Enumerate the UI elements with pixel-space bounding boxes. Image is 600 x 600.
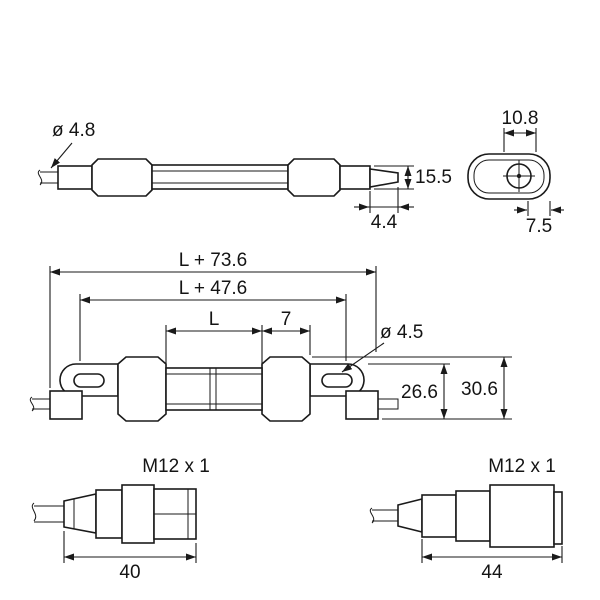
left-connector: M12 x 1 40 [31,456,210,583]
side-view-cable [40,171,58,184]
knurled-ring [489,484,555,548]
cable-break-mark [31,502,37,522]
cable-block-left [49,390,83,420]
cable-block-right [345,390,379,420]
cable-break-mark [37,169,43,186]
cable-break-mark [369,507,375,524]
side-view-tube [151,164,289,190]
main-cable-left [32,398,50,410]
body-height-label: 26.6 [401,382,438,403]
coupling-face [553,491,563,545]
right-connector-cable [372,509,398,522]
knurled-ring [121,484,155,544]
main-view [29,356,399,422]
connector-body-step [421,494,457,538]
tube-length-label: L [209,309,220,330]
cable-diameter-leader [50,142,73,169]
end-view-inner-contour [473,159,545,194]
hole-center-dot [516,173,522,179]
overall-height-label: 30.6 [461,379,498,400]
side-view-clamp-right [287,158,341,197]
side-view-clamp-left [91,158,153,197]
right-connector: M12 x 1 44 [369,456,563,583]
clamp-collar-left [117,356,167,422]
end-view-width-label: 10.8 [502,108,539,129]
cable-break-mark [29,396,35,412]
main-cable-right [378,398,399,410]
side-view-tip [369,168,399,188]
strain-relief-boot [397,497,423,534]
cable-diameter-label: ø 4.8 [52,120,95,141]
left-connector-thread-label: M12 x 1 [142,456,210,477]
main-view-dimensions: L + 73.6 L + 47.6 L 7 ø 4.5 26.6 30.6 [49,250,512,420]
slot-hole-right [321,373,353,388]
slot-hole-left [73,373,105,388]
connector-body-step [95,489,123,539]
overall-length-label: L + 73.6 [179,250,248,271]
hole-diameter-label: ø 4.5 [380,322,423,343]
side-view [37,158,399,197]
end-height-label: 15.5 [415,167,452,188]
sensor-tube [165,367,263,411]
strain-relief-boot [63,493,97,534]
end-view-dimensions: 10.8 7.5 [502,108,564,237]
side-view-dimensions: ø 4.8 15.5 4.4 [50,120,452,233]
side-view-end-block [57,165,93,190]
end-view [467,153,551,200]
left-connector-length-label: 40 [119,562,140,583]
end-view-bottom-width-label: 7.5 [526,216,552,237]
left-connector-cable [34,505,64,523]
right-connector-thread-label: M12 x 1 [488,456,556,477]
hole-offset-label: 7 [281,309,292,330]
right-connector-length-label: 44 [481,562,503,583]
side-view-right-block [339,165,371,190]
clamp-length-label: L + 47.6 [179,278,248,299]
connector-body [455,490,491,542]
tip-width-label: 4.4 [371,212,398,233]
clamp-collar-right [261,356,311,422]
